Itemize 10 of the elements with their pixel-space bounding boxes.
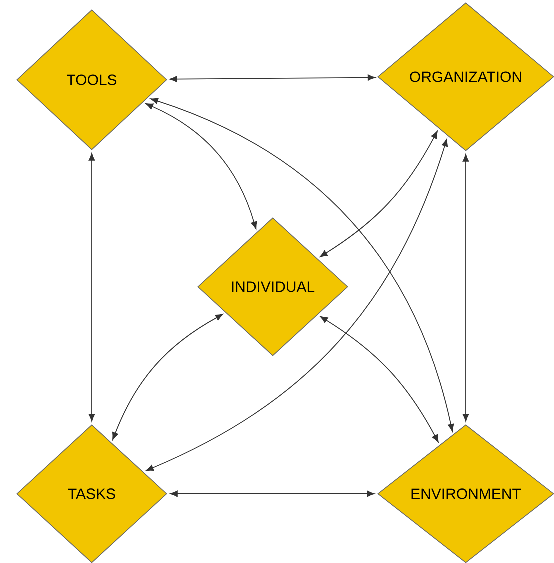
arrow [112, 314, 224, 440]
arrow [170, 490, 375, 498]
arrow [320, 316, 439, 443]
arrow [320, 131, 438, 258]
arrow [462, 154, 470, 422]
arrow [146, 103, 258, 230]
arrow [146, 138, 448, 472]
arrow [88, 153, 96, 422]
arrow [150, 98, 454, 432]
arrow [170, 74, 376, 82]
